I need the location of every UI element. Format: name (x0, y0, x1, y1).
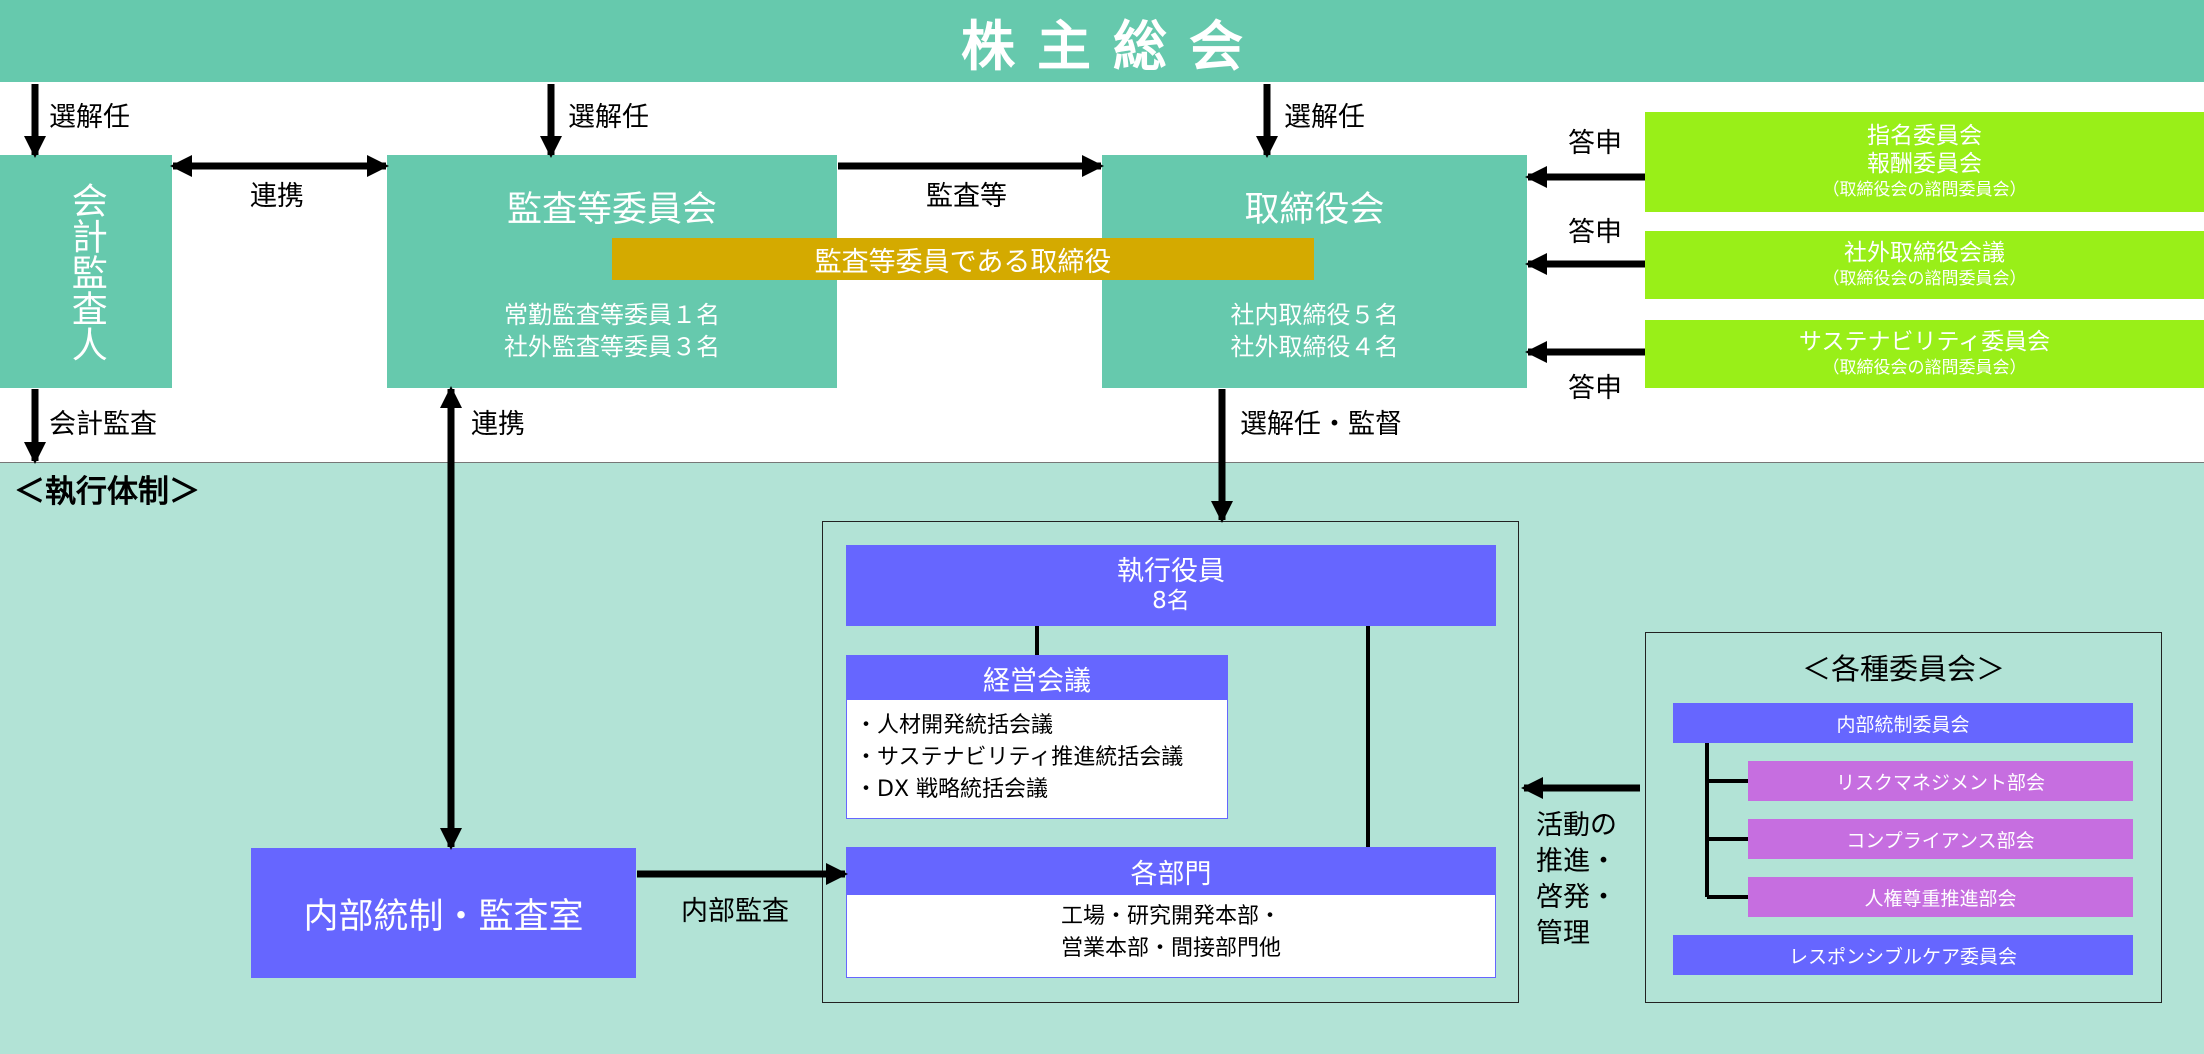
outside-directors-meeting: 社外取締役会議 （取締役会の諮問委員会） (1645, 231, 2204, 299)
internal-control-committee: 内部統制委員会 (1673, 703, 2133, 743)
executive-officers-title: 執行役員 (1117, 555, 1225, 587)
mgmt-item-sustainability: ・サステナビリティ推進統括会議 (855, 745, 1184, 770)
departments-title: 各部門 (1130, 859, 1212, 890)
mgmt-item-hr: ・人材開発統括会議 (855, 713, 1054, 738)
risk-management-subcommittee-title: リスクマネジメント部会 (1835, 771, 2045, 794)
label-accounting-audit: 会計監査 (49, 409, 157, 440)
departments-line2: 営業本部・間接部門他 (1060, 936, 1281, 961)
board-line1: 社内取締役５名 (1230, 301, 1399, 329)
responsible-care-committee-title: レスポンシブルケア委員会 (1788, 945, 2017, 968)
mgmt-item-dx: ・DX 戦略統括会議 (855, 777, 1049, 802)
label-audit-etc: 監査等 (926, 181, 1007, 212)
compliance-subcommittee: コンプライアンス部会 (1748, 819, 2133, 859)
risk-management-subcommittee: リスクマネジメント部会 (1748, 761, 2133, 801)
board-of-directors: 取締役会 社内取締役５名 社外取締役４名 (1102, 155, 1527, 388)
committees-box (1645, 632, 2162, 1003)
label-elect-audit-committee: 選解任 (568, 102, 649, 133)
label-report-1: 答申 (1568, 128, 1622, 159)
label-activity: 活動の 推進・ 啓発・ 管理 (1536, 808, 1617, 952)
label-activity-3: 啓発・ (1536, 882, 1617, 913)
label-coop-2: 連携 (471, 409, 525, 440)
label-activity-2: 推進・ (1536, 846, 1617, 877)
audit-director-band: 監査等委員である取締役 (612, 238, 1314, 280)
label-elect-supervise: 選解任・監督 (1240, 409, 1402, 440)
advisory-sub-2: （取締役会の諮問委員会） (1822, 268, 2027, 289)
audit-director-band-label: 監査等委員である取締役 (814, 246, 1112, 278)
internal-control-audit-office: 内部統制・監査室 (251, 848, 636, 978)
internal-control-audit-office-title: 内部統制・監査室 (303, 896, 584, 937)
label-elect-board: 選解任 (1284, 102, 1365, 133)
departments: 各部門 工場・研究開発本部・ 営業本部・間接部門他 (846, 847, 1496, 978)
shareholders-meeting-title: 株主総会 (961, 14, 1265, 78)
label-activity-1: 活動の (1536, 810, 1617, 841)
outside-directors-meeting-title: 社外取締役会議 (1844, 240, 2005, 267)
audit-committee-line1: 常勤監査等委員１名 (504, 301, 720, 329)
compensation-committee-title: 報酬委員会 (1867, 150, 1982, 177)
human-rights-subcommittee-title: 人権尊重推進部会 (1864, 887, 2017, 910)
management-meeting-header: 経営会議 (847, 656, 1227, 700)
advisory-sub-3: （取締役会の諮問委員会） (1822, 357, 2027, 378)
execution-box (822, 521, 1519, 1003)
execution-region-title: ＜執行体制＞ (14, 474, 200, 510)
human-rights-subcommittee: 人権尊重推進部会 (1748, 877, 2133, 917)
departments-header: 各部門 (847, 848, 1495, 895)
sustainability-committee: サステナビリティ委員会 （取締役会の諮問委員会） (1645, 320, 2204, 388)
label-internal-audit: 内部監査 (681, 896, 789, 927)
executive-officers-count: 8名 (1152, 587, 1190, 614)
management-meeting-title: 経営会議 (983, 665, 1091, 697)
advisory-sub-1: （取締役会の諮問委員会） (1822, 179, 2027, 200)
board-title: 取締役会 (1244, 190, 1385, 230)
responsible-care-committee: レスポンシブルケア委員会 (1673, 935, 2133, 975)
management-meeting-list: ・人材開発統括会議 ・サステナビリティ推進統括会議 ・DX 戦略統括会議 (847, 700, 1227, 806)
audit-committee: 監査等委員会 常勤監査等委員１名 社外監査等委員３名 (387, 155, 837, 388)
label-activity-4: 管理 (1536, 918, 1590, 949)
label-elect-auditor: 選解任 (49, 102, 130, 133)
sustainability-committee-title: サステナビリティ委員会 (1798, 329, 2051, 356)
accounting-auditor-title: 会計監査人 (65, 181, 107, 362)
audit-committee-title: 監査等委員会 (506, 190, 717, 230)
board-line2: 社外取締役４名 (1230, 333, 1399, 361)
accounting-auditor: 会計監査人 (0, 155, 172, 388)
nomination-committee-title: 指名委員会 (1867, 123, 1982, 150)
departments-line1: 工場・研究開発本部・ (1060, 904, 1281, 929)
shareholders-meeting: 株主総会 (0, 0, 2204, 82)
compliance-subcommittee-title: コンプライアンス部会 (1846, 829, 2035, 852)
label-coop-1: 連携 (250, 181, 304, 212)
label-report-2: 答申 (1568, 217, 1622, 248)
committees-title: ＜各種委員会＞ (1801, 652, 2005, 686)
executive-officers: 執行役員 8名 (846, 545, 1496, 626)
label-report-3: 答申 (1568, 373, 1622, 404)
internal-control-committee-title: 内部統制委員会 (1836, 713, 1970, 736)
nomination-compensation-committee: 指名委員会 報酬委員会 （取締役会の諮問委員会） (1645, 112, 2204, 212)
management-meeting: 経営会議 ・人材開発統括会議 ・サステナビリティ推進統括会議 ・DX 戦略統括会… (846, 655, 1228, 819)
audit-committee-line2: 社外監査等委員３名 (504, 333, 720, 361)
